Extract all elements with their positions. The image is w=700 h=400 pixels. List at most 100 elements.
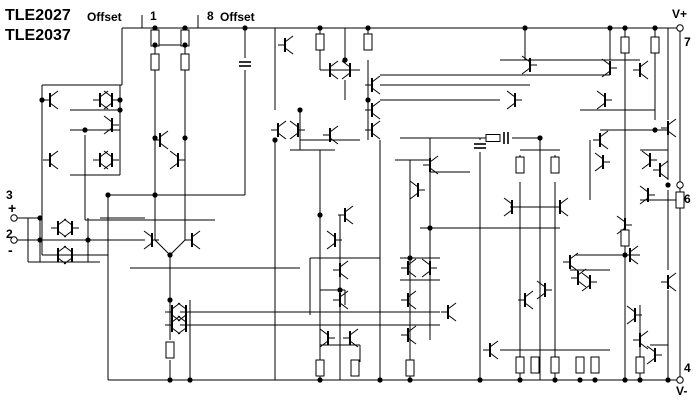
transistor xyxy=(63,230,73,238)
transistor xyxy=(177,302,187,310)
transistor xyxy=(489,352,499,360)
transistor xyxy=(421,270,431,278)
junction-dot xyxy=(365,25,371,31)
transistor xyxy=(371,120,381,128)
junction-dot xyxy=(622,25,628,31)
transistor xyxy=(49,102,59,110)
junction-dot xyxy=(665,182,671,188)
vplus-label: V+ xyxy=(672,7,688,21)
transistor xyxy=(277,132,287,140)
resistor xyxy=(590,356,600,374)
transistor xyxy=(49,162,59,170)
transistor xyxy=(629,257,639,265)
transistor xyxy=(559,197,569,205)
resistor xyxy=(635,356,645,374)
transistor xyxy=(371,100,381,108)
transistor xyxy=(329,72,339,80)
transistor xyxy=(329,137,339,145)
transistor xyxy=(339,302,349,310)
pin-terminal xyxy=(10,214,18,222)
resistor xyxy=(405,359,415,377)
transistor xyxy=(559,209,569,217)
transistor xyxy=(639,72,649,80)
transistor xyxy=(143,242,153,250)
transistor xyxy=(594,164,604,172)
transistor xyxy=(626,317,636,325)
transistor xyxy=(341,72,351,80)
transistor xyxy=(103,102,113,110)
transistor xyxy=(421,258,431,266)
transistor xyxy=(339,272,349,280)
transistor xyxy=(277,120,287,128)
junction-dot xyxy=(182,25,188,31)
junction-dot xyxy=(82,127,88,133)
junction-dot xyxy=(622,377,628,383)
transistor xyxy=(103,162,113,170)
transistor xyxy=(409,192,419,200)
transistor xyxy=(319,328,329,336)
resistor xyxy=(620,36,630,54)
junction-dot xyxy=(105,192,111,198)
resistor xyxy=(150,53,160,71)
transistor xyxy=(659,172,669,180)
transistor xyxy=(521,55,531,63)
transistor xyxy=(103,150,113,158)
junction-dot xyxy=(272,137,278,143)
transistor xyxy=(159,142,169,150)
pin-8-number: 8 xyxy=(207,9,214,23)
junction-dot xyxy=(85,237,91,243)
junction-dot xyxy=(607,25,613,31)
transistor xyxy=(284,35,294,43)
transistor xyxy=(407,302,417,310)
junction-dot xyxy=(182,135,188,141)
transistor xyxy=(326,230,336,238)
junction-dot xyxy=(117,97,123,103)
junction-dot xyxy=(297,107,303,113)
transistor xyxy=(629,245,639,253)
transistor xyxy=(169,162,179,170)
junction-dot xyxy=(317,25,323,31)
junction-dot xyxy=(407,377,413,383)
pin-terminal xyxy=(10,236,18,244)
transistor xyxy=(191,230,201,238)
transistor xyxy=(407,290,417,298)
junction-dot xyxy=(637,377,643,383)
transistor xyxy=(596,102,606,110)
resistor xyxy=(650,36,660,54)
resistor xyxy=(350,359,360,377)
resistor xyxy=(315,33,325,51)
transistor xyxy=(289,120,299,128)
transistor xyxy=(596,90,606,98)
transistor xyxy=(646,345,656,353)
transistor xyxy=(63,245,73,253)
transistor xyxy=(407,337,417,345)
junction-dot xyxy=(407,255,413,261)
transistor xyxy=(177,314,187,322)
transistor xyxy=(407,258,417,266)
transistor xyxy=(667,272,677,280)
transistor xyxy=(506,90,516,98)
transistor xyxy=(103,90,113,98)
transistor xyxy=(99,162,109,170)
transistor xyxy=(489,340,499,348)
transistor xyxy=(143,230,153,238)
transistor xyxy=(581,284,591,292)
non-inverting-sign: + xyxy=(8,200,17,216)
transistor xyxy=(639,330,649,338)
junction-dot xyxy=(537,135,543,141)
transistor xyxy=(99,150,109,158)
transistor xyxy=(49,150,59,158)
transistor xyxy=(326,242,336,250)
junction-dot xyxy=(187,377,193,383)
resistor xyxy=(165,341,175,359)
pin-terminal xyxy=(676,181,684,189)
pin-2-number: 2 xyxy=(6,227,13,241)
transistor xyxy=(641,162,651,170)
junction-dot xyxy=(167,297,173,303)
transistor xyxy=(667,130,677,138)
pin-terminal xyxy=(676,24,684,32)
transistor xyxy=(409,180,419,188)
transistor xyxy=(103,115,113,123)
junction-dot xyxy=(317,212,323,218)
